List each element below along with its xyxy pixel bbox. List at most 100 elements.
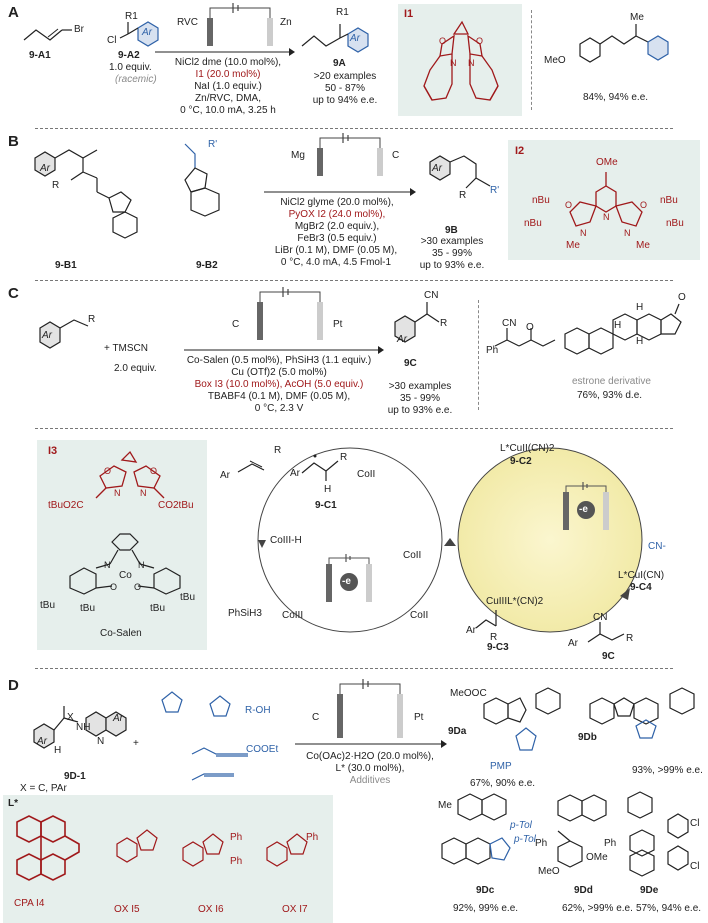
d-sub-ar-2: Ar: [113, 713, 123, 724]
d-sub-ar-1: Ar: [37, 736, 47, 747]
d-sub-n: N: [97, 736, 105, 747]
conditions-a-1: NiCl2 dme (10.0 mol%),: [174, 57, 282, 68]
c1-ar: Ar: [290, 468, 300, 479]
substrate-9-B2-structure: [184, 143, 220, 217]
prod-b-rp: R': [490, 185, 500, 196]
ligands-d-box: [3, 795, 333, 923]
panel-d-label: D: [8, 677, 19, 694]
cathode-d: Pt: [414, 712, 424, 723]
conditions-b-2: PyOX I2 (24.0 mol%),: [288, 209, 386, 220]
anode-a: RVC: [177, 17, 198, 28]
substrate-9-B1-structure: [34, 149, 138, 239]
label-9Dd: 9Dd: [574, 885, 593, 896]
reaction-arrow-a: [155, 48, 295, 56]
dd-meo: MeO: [538, 866, 560, 877]
electrode-icon-2: [563, 482, 609, 530]
conditions-b-1: NiCl2 glyme (20.0 mol%),: [280, 197, 394, 208]
conditions-b-3: MgBr2 (2.0 equiv.),: [294, 221, 380, 232]
ligand-I3-structure: O O N N: [95, 450, 165, 499]
radical-9-C1: [301, 454, 339, 481]
separator-mech-d: [35, 668, 673, 669]
label-9A: 9A: [333, 58, 346, 69]
d-sub-h: H: [54, 745, 62, 756]
mech-alkene: [237, 460, 265, 473]
estrone-cn: CN: [502, 318, 517, 329]
mech-co2-bottom: CoII: [410, 610, 429, 621]
label-9Da: 9Da: [448, 726, 467, 737]
svg-text:N: N: [138, 560, 145, 570]
electrolysis-cell-d: [337, 679, 403, 738]
svg-text:O: O: [104, 466, 111, 476]
b2-rp: R': [208, 139, 218, 150]
c-reagent: + TMSCN: [104, 343, 148, 355]
mech-cu1: L*CuI(CN): [618, 570, 665, 581]
label-9-B1: 9-B1: [55, 260, 77, 271]
product-9Dd-structure: [557, 794, 607, 868]
ligand-I2-me-2: Me: [636, 240, 650, 251]
anode-b: Mg: [291, 150, 305, 161]
mech-coh: CoIII-H: [270, 535, 302, 546]
divider-a: [531, 10, 532, 110]
mech-cu3-chain: [475, 610, 497, 629]
product-9Dc-structure: [441, 793, 511, 865]
stats-b-1: >30 examples: [420, 236, 484, 247]
sm2-equiv: 1.0 equiv.: [109, 62, 152, 73]
estrone-h-2: H: [636, 302, 644, 313]
conditions-a-4: Zn/RVC, DMA,: [195, 93, 261, 104]
stats-b-2: 35 - 99%: [431, 248, 473, 259]
de-ph: Ph: [604, 838, 617, 849]
d-roh: R-OH: [245, 705, 271, 716]
conditions-c-5: 0 °C, 2.3 V: [254, 403, 304, 414]
ligand-I2-nbu-3: nBu: [660, 195, 678, 206]
conditions-c-2: Cu (OTf)2 (5.0 mol%): [231, 367, 327, 378]
panel-a-label: A: [8, 4, 19, 21]
conditions-b-4: FeBr3 (0.5 equiv.): [297, 233, 377, 244]
example-a-structure: [579, 24, 669, 63]
vinyl-bromide-structure: [23, 28, 72, 41]
product-9B-structure: [429, 155, 491, 189]
reaction-arrow-d: [295, 740, 447, 748]
label-9-C2: 9-C2: [510, 456, 532, 467]
label-9B: 9B: [445, 225, 458, 236]
svg-text:N: N: [624, 228, 631, 238]
label-9-C4: 9-C4: [630, 582, 652, 593]
de-cl-1: Cl: [690, 818, 700, 829]
stats-a-1: >20 examples: [313, 71, 377, 82]
c1-co2: CoII: [357, 469, 376, 480]
ligand-I2-ome: OMe: [596, 157, 618, 168]
substrate-9D-1-structure: [33, 706, 127, 749]
mech-product-9C: [587, 622, 625, 643]
dd-ome: OMe: [586, 852, 608, 863]
electrolysis-cell-a: [207, 3, 273, 46]
label-9De: 9De: [640, 885, 659, 896]
conditions-a-2: I1 (20.0 mol%): [195, 69, 261, 80]
prod-b-r: R: [459, 190, 467, 201]
d-plus: +: [133, 738, 139, 749]
mech-prod-ar: Ar: [568, 638, 578, 649]
label-9-A2: 9-A2: [118, 50, 140, 61]
conditions-d-2: L* (30.0 mol%),: [335, 763, 405, 774]
electrolysis-cell-b: [317, 133, 383, 176]
anode-c: C: [232, 319, 240, 330]
mech-cu3: CuIIIL*(CN)2: [486, 596, 544, 607]
separator-bc: [35, 280, 673, 281]
mech-prod-cn: CN: [593, 612, 608, 623]
label-9D-1: 9D-1: [64, 771, 86, 782]
electron-label-2: -e: [579, 504, 588, 515]
salen-tbu-2: tBu: [80, 603, 96, 614]
d-sub-x: X: [67, 712, 74, 723]
cathode-c: Pt: [333, 319, 343, 330]
estrone-ph: Ph: [486, 345, 499, 356]
svg-text:N: N: [468, 58, 475, 68]
c-reagent-equiv: 2.0 equiv.: [114, 363, 157, 374]
svg-text:O: O: [110, 582, 117, 592]
example-a-meo: MeO: [544, 55, 566, 66]
conditions-a-3: NaI (1.0 equiv.): [194, 81, 262, 92]
result-9Db: 93%, >99% e.e.: [632, 765, 703, 776]
c-sub-ar: Ar: [42, 330, 52, 341]
stats-a-3: up to 94% e.e.: [312, 95, 378, 106]
stats-c-3: up to 93% e.e.: [387, 405, 453, 416]
label-9Dc: 9Dc: [476, 885, 495, 896]
d-cooet: COOEt: [246, 744, 279, 755]
sm2-racemic: (racemic): [115, 74, 157, 85]
